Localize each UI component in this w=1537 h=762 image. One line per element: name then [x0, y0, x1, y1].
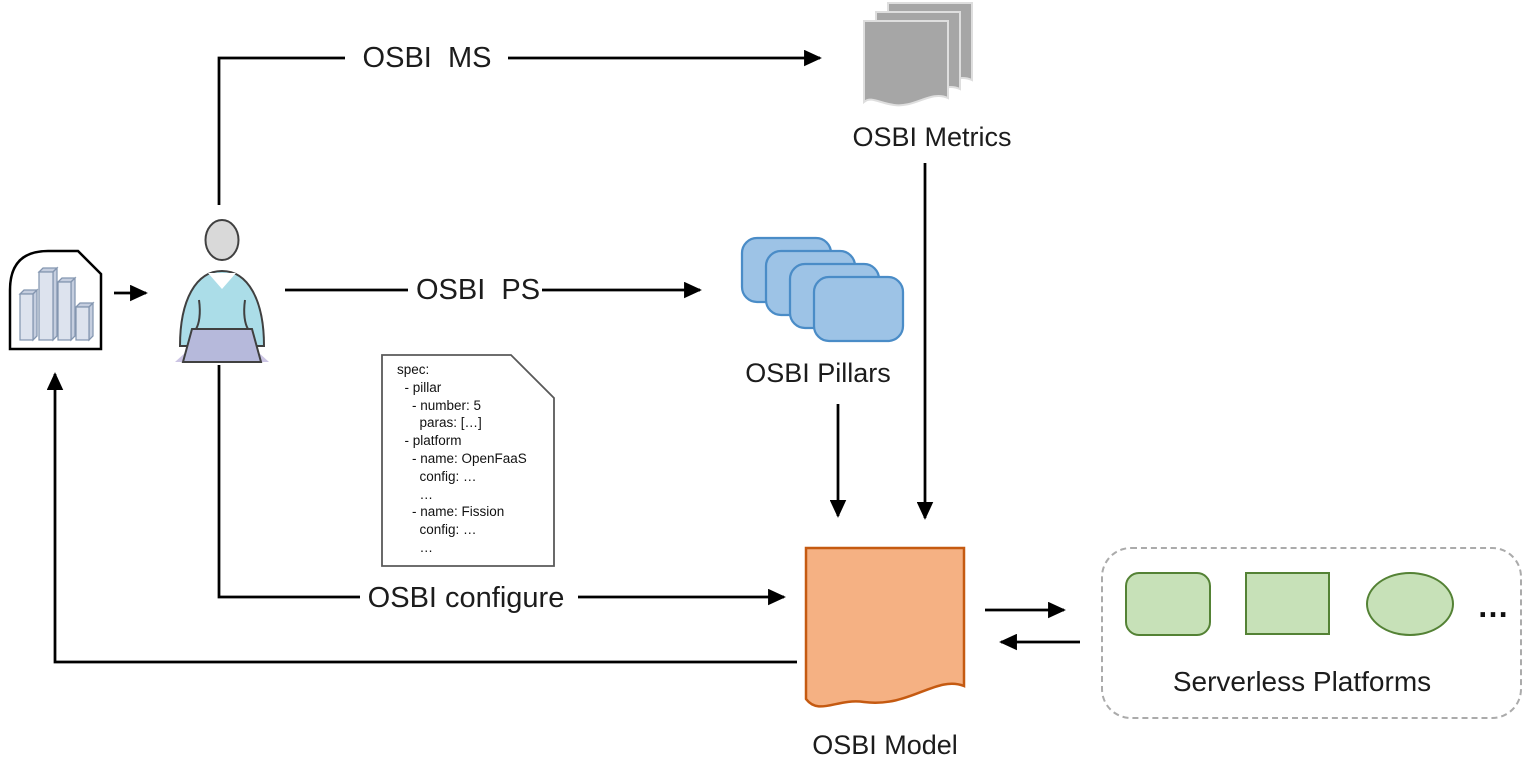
- osbi-metrics-icon: [863, 2, 973, 107]
- more-platforms-ellipsis: …: [1477, 588, 1511, 624]
- laptop: [181, 328, 263, 363]
- osbi-ms-arrow-label: OSBI MS: [362, 42, 492, 74]
- spec-document-shape: [381, 354, 555, 567]
- osbi-ps-arrow-label: OSBI PS: [415, 274, 541, 306]
- spec-document-text: spec: - pillar - number: 5 paras: […] - …: [397, 362, 527, 555]
- connector-ms-left-segment: [217, 56, 345, 205]
- person-collar: [208, 273, 236, 289]
- osbi-metrics-label: OSBI Metrics: [852, 122, 1012, 152]
- osbi-pillars-icon: [740, 236, 905, 343]
- person-at-laptop-icon: [175, 219, 269, 363]
- osbi-configure-arrow-label: OSBI configure: [367, 582, 565, 614]
- person-head: [204, 219, 240, 261]
- osbi-model-shape: [804, 546, 966, 708]
- person-arms: [195, 299, 249, 330]
- serverless-platforms-container: [1101, 547, 1522, 719]
- platform-shape-square: [1245, 572, 1330, 635]
- osbi-pillars-label: OSBI Pillars: [745, 358, 891, 388]
- bar-chart-document-icon: [8, 249, 103, 351]
- serverless-platforms-label: Serverless Platforms: [1172, 666, 1432, 697]
- connector-configure-left-segment: [217, 365, 360, 599]
- platform-shape-rounded-rect: [1125, 572, 1211, 636]
- platform-shape-ellipse: [1366, 572, 1454, 636]
- person-body: [178, 269, 266, 347]
- osbi-model-label: OSBI Model: [812, 730, 958, 760]
- connector-feedback-loop-arrow: [46, 372, 797, 664]
